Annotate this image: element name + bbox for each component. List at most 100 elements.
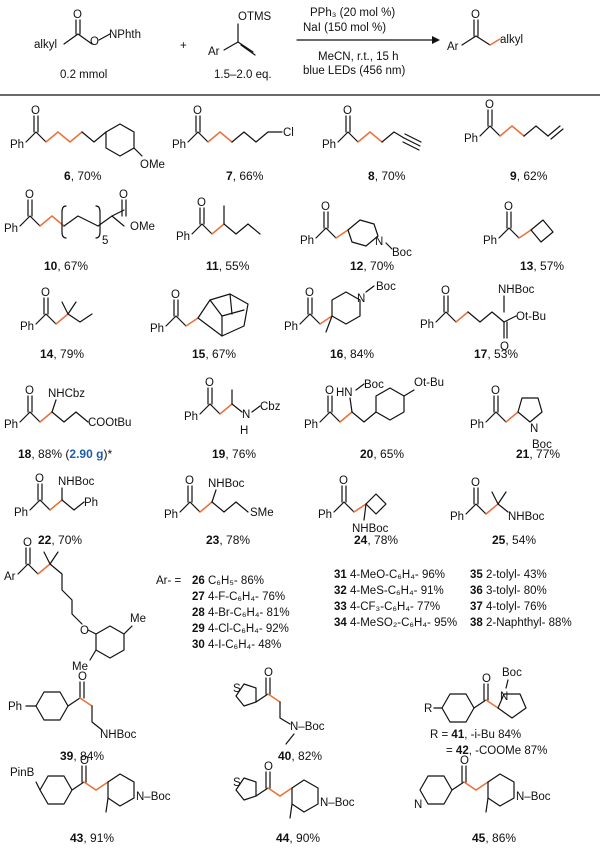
svg-text:COOtBu: COOtBu (88, 417, 131, 429)
svg-text:N–Boc: N–Boc (136, 791, 171, 803)
condition-2: NaI (150 mol %) (303, 22, 386, 34)
ar-table-row: 26 C₆H₅- 86% (192, 575, 264, 587)
ar-table-row: 37 4-tolyl- 76% (470, 601, 547, 613)
reagent2-amount: 1.5–2.0 eq. (214, 69, 272, 81)
svg-text:Ph: Ph (10, 139, 24, 151)
svg-text:O: O (305, 287, 314, 299)
compound-6: Ph O OMe 6, 70% (10, 105, 165, 183)
svg-text:O: O (264, 761, 273, 773)
svg-text:O: O (31, 105, 40, 117)
svg-text:Ph: Ph (464, 133, 478, 145)
svg-text:O: O (25, 385, 34, 397)
compound-10: Ph O 5 O OMe 10, 67% (4, 189, 155, 273)
svg-text:O: O (23, 537, 32, 549)
compound-15: Ph O 15, 67% (150, 289, 249, 361)
compound-caption: 8, 70% (368, 169, 406, 183)
compound-caption: 17, 53% (474, 347, 518, 361)
condition-1: PPh₃ (20 mol %) (310, 7, 395, 19)
svg-text:O: O (197, 197, 206, 209)
svg-text:Ph: Ph (483, 235, 497, 247)
compound-44: S O N–Boc 44, 90% (233, 761, 355, 845)
svg-text:NHBoc: NHBoc (508, 511, 545, 523)
compound-caption: 18, 88% (2.90 g)* (18, 447, 112, 461)
svg-text:Ph: Ph (150, 323, 164, 335)
svg-text:Ph: Ph (176, 231, 190, 243)
compound-22: Ph O NHBoc Ph 22, 70% (14, 473, 98, 547)
svg-text:Ph: Ph (20, 321, 34, 333)
svg-text:Me: Me (130, 613, 146, 625)
svg-text:Ph: Ph (304, 419, 318, 431)
reagent1-amount: 0.2 mmol (60, 69, 107, 81)
svg-text:Ph: Ph (184, 411, 198, 423)
svg-text:Cl: Cl (283, 127, 294, 139)
reagent1-alkyl-label: alkyl (34, 39, 57, 51)
svg-text:O: O (35, 473, 44, 485)
svg-text:O: O (80, 755, 89, 767)
svg-text:O: O (343, 105, 352, 117)
svg-text:O: O (171, 289, 180, 301)
compound-caption: 14, 79% (40, 347, 84, 361)
compound-24: Ph O NHBoc 24, 78% (318, 475, 398, 547)
svg-text:O: O (460, 755, 469, 767)
compound-25: Ph O NHBoc 25, 54% (450, 477, 545, 547)
ar-table-row: 33 4-CF₃-C₆H₄- 77% (334, 601, 440, 613)
svg-text:Ph: Ph (8, 701, 22, 713)
svg-text:O: O (325, 385, 334, 397)
svg-text:O: O (482, 673, 491, 685)
reagent2-otms: OTMS (238, 11, 272, 23)
reagent1-nphth: NPhth (109, 29, 141, 41)
svg-text:NHBoc: NHBoc (58, 476, 95, 488)
svg-text:Ph: Ph (4, 223, 18, 235)
svg-text:Ph: Ph (284, 321, 298, 333)
reaction-arrow: PPh₃ (20 mol %) NaI (150 mol %) MeCN, r.… (296, 7, 440, 77)
compound-series-26-38: Ar O O Me Me (4, 537, 146, 673)
svg-text:Boc: Boc (364, 379, 384, 391)
svg-text:Ph: Ph (300, 235, 314, 247)
svg-text:Ph: Ph (450, 511, 464, 523)
compound-caption: 40, 82% (278, 749, 322, 763)
compound-caption: 25, 54% (492, 533, 536, 547)
svg-text:NHBoc: NHBoc (208, 478, 245, 490)
svg-text:NHBoc: NHBoc (498, 284, 535, 296)
compound-20: Ph O HN Boc Ot-Bu 20, 65% (304, 377, 444, 461)
svg-text:Boc: Boc (376, 281, 396, 293)
svg-text:O: O (193, 105, 202, 117)
svg-text:OMe: OMe (130, 221, 155, 233)
ar-table-row: 28 4-Br-C₆H₄- 81% (192, 607, 290, 619)
svg-text:O: O (185, 475, 194, 487)
compound-caption: 23, 78% (206, 533, 250, 547)
svg-text:O: O (321, 201, 330, 213)
compound-16: Ph O N Boc 16, 84% (284, 281, 396, 361)
svg-text:O: O (485, 99, 494, 111)
compound-43: PinB O N–Boc 43, 91% (10, 755, 171, 845)
ar-substituent-table: Ar- =26 C₆H₅- 86%27 4-F-C₆H₄- 76%28 4-Br… (156, 569, 572, 651)
svg-text:O: O (441, 285, 450, 297)
compound-41-42: R O N Boc (424, 667, 527, 723)
svg-text:R: R (424, 703, 432, 715)
svg-text:S: S (233, 777, 241, 789)
svg-text:Ar: Ar (4, 571, 16, 583)
svg-text:O: O (41, 287, 50, 299)
reagent1-oxygen: O (73, 9, 82, 21)
r-table-row: R = 41, -i-Bu 84% (430, 729, 521, 741)
svg-text:N: N (375, 236, 383, 248)
svg-text:Boc: Boc (392, 247, 412, 259)
svg-text:N: N (500, 691, 508, 703)
plus-sign: + (180, 40, 187, 52)
svg-text:O: O (339, 475, 348, 487)
svg-text:N–Boc: N–Boc (320, 797, 355, 809)
svg-text:Ph: Ph (172, 139, 186, 151)
svg-text:Ot-Bu: Ot-Bu (414, 377, 444, 389)
compound-caption: 39, 84% (60, 749, 104, 763)
compound-11: Ph O 11, 55% (176, 197, 261, 273)
ar-table-row: 32 4-MeS-C₆H₄- 91% (334, 585, 444, 597)
svg-text:Ph: Ph (14, 507, 28, 519)
compound-caption: 6, 70% (64, 169, 102, 183)
svg-text:HN: HN (336, 387, 353, 399)
svg-text:Ph: Ph (470, 419, 484, 431)
compound-19: Ph O N H Cbz 19, 76% (184, 377, 281, 461)
svg-text:Cbz: Cbz (260, 401, 281, 413)
svg-text:O: O (119, 189, 128, 201)
svg-text:O: O (500, 341, 509, 353)
